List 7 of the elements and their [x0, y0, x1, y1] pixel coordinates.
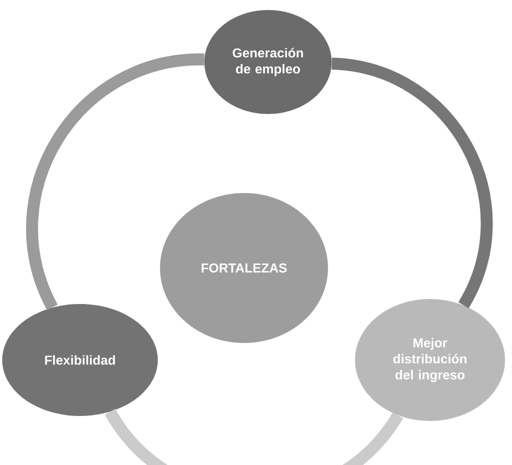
ring-arc — [331, 58, 493, 308]
circle-node: Generación de empleo — [204, 10, 332, 114]
circle-node: Flexibilidad — [2, 304, 158, 416]
circle-node: Mejor distribución del ingreso — [355, 299, 505, 421]
ring-arc — [26, 54, 205, 310]
circle-node: FORTALEZAS — [160, 193, 328, 343]
ring-arc — [105, 408, 403, 465]
